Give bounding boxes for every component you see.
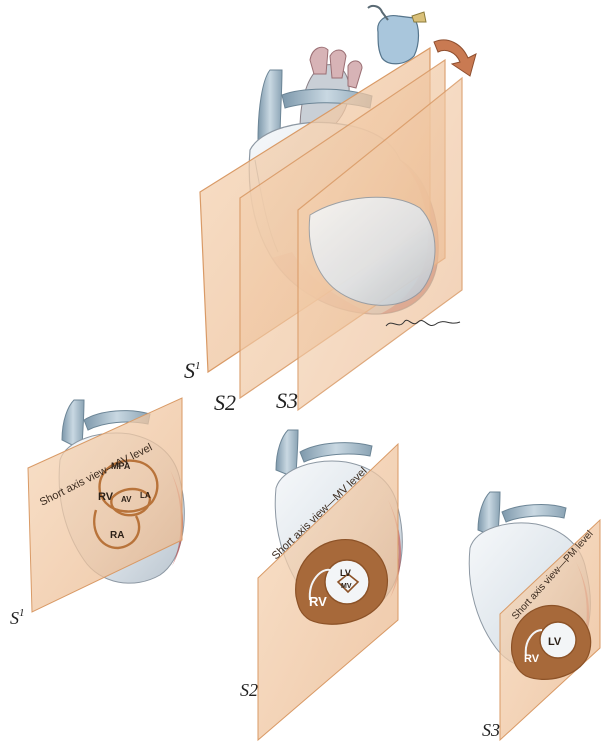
echo-probe-icon xyxy=(368,6,426,64)
label-lv-s2: LV xyxy=(340,568,351,578)
plane-s1-view xyxy=(28,398,182,612)
label-s3-view: S3 xyxy=(482,720,500,740)
top-view: S1 S2 S3 xyxy=(184,6,476,415)
label-lv-s3: LV xyxy=(548,636,562,648)
label-s2-top: S2 xyxy=(214,390,236,415)
label-s1-view: S1 xyxy=(10,607,25,628)
view-s3-pm-level: RV LV Short axis view—PM level S3 xyxy=(469,492,600,740)
label-s1-top: S1 xyxy=(184,358,201,383)
label-av: AV xyxy=(121,495,132,504)
label-rv-s1: RV xyxy=(98,491,114,503)
label-ra: RA xyxy=(110,530,124,541)
label-rv-s3: RV xyxy=(524,653,540,665)
label-s3-top: S3 xyxy=(276,388,298,413)
label-la: LA xyxy=(140,491,151,500)
label-s2-view: S2 xyxy=(240,680,258,700)
label-rv-s2: RV xyxy=(309,594,327,609)
label-mv: MV xyxy=(341,583,352,590)
view-s2-mv-level: RV LV MV Short axis view—MV level S2 xyxy=(240,430,402,740)
view-s1-av-level: MPA RV AV LA RA Short axis view—AV level… xyxy=(10,398,184,628)
